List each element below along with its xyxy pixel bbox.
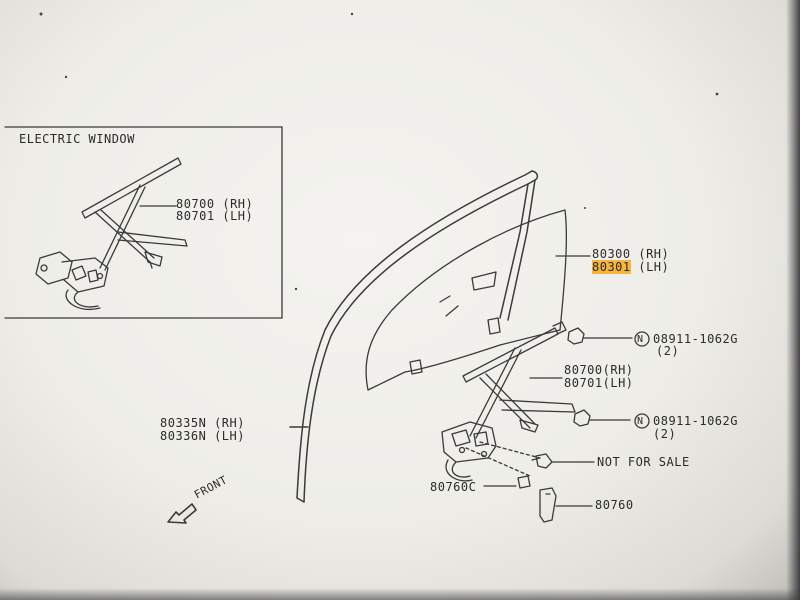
inset-regulator-drawing [35, 157, 188, 311]
screen-bottom-shadow [0, 588, 800, 600]
n-symbol-circle-upper [634, 331, 650, 347]
door-sash-drawing [289, 170, 539, 503]
glass-lh-side: (LH) [630, 260, 670, 274]
inset-frame [4, 126, 283, 319]
n-symbol-upper: N [637, 334, 644, 345]
sash-lh-label: 80336N (LH) [160, 429, 245, 443]
door-glass-drawing [365, 209, 591, 391]
paper-specks [39, 12, 719, 291]
inset-title: ELECTRIC WINDOW [19, 132, 135, 146]
bolt-lower-qty: (2) [653, 427, 677, 441]
glass-rh-label: 80300 (RH) [592, 247, 670, 261]
main-regulator-drawing [441, 321, 576, 482]
motor-label: 80760C [430, 480, 477, 494]
fastener-drawings [483, 327, 633, 489]
inset-regulator-rh-label: 80700 (RH) [176, 197, 254, 211]
inset-regulator-lh-label: 80701 (LH) [176, 209, 254, 223]
bolt-upper-label: 08911-1062G [653, 332, 738, 346]
glass-lh-label: 80301 (LH) [592, 260, 670, 274]
not-for-sale-label: NOT FOR SALE [597, 455, 690, 469]
glass-lh-code-highlight: 80301 [592, 260, 631, 274]
front-arrow-drawing [167, 503, 197, 524]
screen-edge-shadow [786, 0, 800, 600]
regulator-rh-label: 80700(RH) [564, 363, 634, 377]
bolt-upper-qty: (2) [656, 344, 680, 358]
n-symbol-circle-lower [634, 413, 650, 429]
n-symbol-lower: N [637, 416, 644, 427]
bolt-lower-label: 08911-1062G [653, 414, 738, 428]
handle-drawing [539, 487, 593, 523]
sash-rh-label: 80335N (RH) [160, 416, 245, 430]
regulator-lh-label: 80701(LH) [564, 376, 634, 390]
handle-label: 80760 [595, 498, 634, 512]
